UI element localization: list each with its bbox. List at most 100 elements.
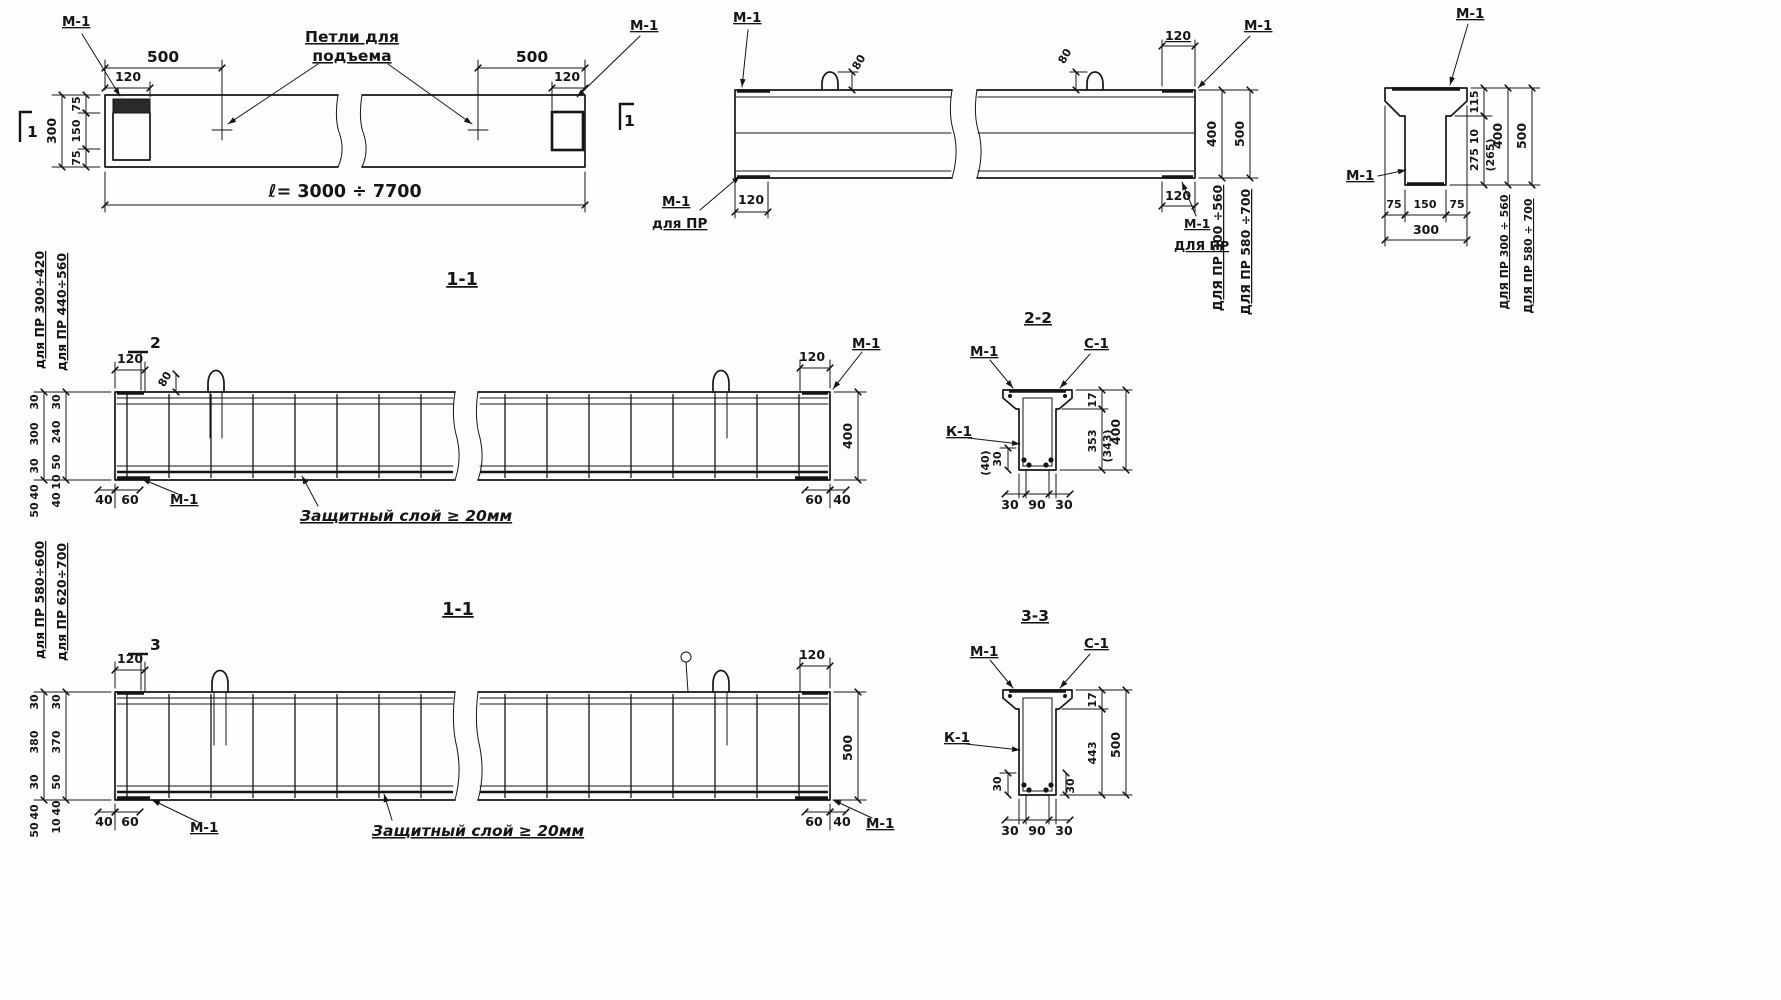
- lifting-loop-right: [1086, 71, 1104, 91]
- dim-500-left-label: 500: [147, 48, 180, 66]
- dim-120-top-right-label: 120: [1165, 28, 1191, 43]
- section-11-top-linework: [33, 350, 867, 509]
- caption-pr-300-560: ДЛЯ ПР 300 ÷560: [1210, 184, 1225, 311]
- cut-mark-2-label: 2: [150, 334, 161, 352]
- dim-60-right-label: 60: [805, 492, 823, 507]
- dim-30-cover-right: 30: [1064, 778, 1077, 794]
- k1-label: К-1: [946, 424, 972, 440]
- dim-265-label: (265): [1484, 138, 1497, 171]
- col-a-dim-3: 40: [28, 484, 41, 500]
- m1-label-top: М-1: [1456, 6, 1484, 22]
- lift-loop-mark-right: [467, 119, 489, 141]
- dim-400-label: 400: [1108, 419, 1123, 445]
- k1-label: К-1: [944, 730, 970, 746]
- section-22-view: 2-2 М-1 С-1 К-1 17 353 (343) 400 30 (40)…: [946, 309, 1133, 512]
- col-b-dim-1: 370: [50, 730, 63, 753]
- dim-120-left-label: 120: [117, 351, 143, 366]
- dim-400-label: 400: [840, 423, 855, 449]
- dim-120-left-label: 120: [117, 651, 143, 666]
- dim-75-bottom-label: 75: [70, 150, 83, 165]
- caption-pr-300-420: для ПР 300÷420: [32, 251, 47, 370]
- dim-353-label: 353: [1086, 430, 1099, 453]
- col-a-dim-0: 30: [28, 394, 41, 410]
- caption-pr-580-700: ДЛЯ ПР 580 ÷700: [1238, 188, 1253, 315]
- lift-loop-mark-left: [211, 119, 233, 141]
- dim-120-bottom-left-label: 120: [738, 192, 764, 207]
- dim-40-right-label: 40: [833, 492, 851, 507]
- dim-500-right-label: 500: [516, 48, 549, 66]
- caption-pr-440-560: для ПР 440÷560: [54, 253, 69, 372]
- col-b-dim-1: 240: [50, 420, 63, 443]
- dim-343-label: (343): [1101, 429, 1114, 462]
- col-a-dim-4: 50: [28, 822, 41, 838]
- dim-275-10-label: 275 10: [1468, 129, 1481, 171]
- beam-length-label: ℓ= 3000 ÷ 7700: [267, 182, 421, 202]
- dim-bottom-30-left: 30: [1001, 497, 1019, 512]
- dim-bottom-90: 90: [1028, 823, 1046, 838]
- dim-40-right-label: 40: [833, 814, 851, 829]
- dim-17-label: 17: [1086, 392, 1099, 407]
- c1-label: С-1: [1084, 336, 1109, 352]
- col-a-dim-3: 40: [28, 804, 41, 820]
- dim-75-right-label: 75: [1449, 198, 1464, 211]
- caption-pr-580-700: ДЛЯ ПР 580 ÷ 700: [1522, 198, 1535, 313]
- dim-40-left-label: 40: [95, 814, 113, 829]
- cover-layer-note: Защитный слой ≥ 20мм: [372, 822, 585, 840]
- caption-pr-300-560: ДЛЯ ПР 300 ÷ 560: [1498, 194, 1511, 309]
- col-a-dim-1: 300: [28, 422, 41, 445]
- dim-150-label: 150: [70, 119, 83, 142]
- m1-label-right: М-1: [630, 18, 658, 34]
- dim-60-right-label: 60: [805, 814, 823, 829]
- col-a-dim-2: 30: [28, 774, 41, 790]
- m1-label-bottom-right: М-1: [866, 816, 894, 832]
- lifting-loops-caption-line1: Петли для: [305, 28, 399, 46]
- m1-label: М-1: [970, 644, 998, 660]
- dim-80-left-label: 80: [850, 52, 869, 72]
- dim-30-cover-left: 30: [991, 776, 1004, 792]
- dim-17-label: 17: [1086, 692, 1099, 707]
- dim-bottom-30-left: 30: [1001, 823, 1019, 838]
- col-b-dim-4: 10: [50, 818, 63, 834]
- dim-120-left-label: 120: [115, 69, 141, 84]
- col-b-dim-0: 30: [50, 694, 63, 710]
- dim-120-right-label: 120: [799, 647, 825, 662]
- col-b-dim-0: 30: [50, 394, 63, 410]
- col-a-dim-0: 30: [28, 694, 41, 710]
- dim-300-label: 300: [1413, 222, 1439, 237]
- dim-bottom-30-right: 30: [1055, 497, 1073, 512]
- dim-500-label: 500: [1108, 732, 1123, 758]
- c1-label: С-1: [1084, 636, 1109, 652]
- col-b-dim-3: 40: [50, 800, 63, 816]
- dim-bottom-90: 90: [1028, 497, 1046, 512]
- col-b-dim-2: 50: [50, 454, 63, 470]
- col-a-dim-4: 50: [28, 502, 41, 518]
- plan-view: М-1 М-1 500 120 500 120 Петли для подъем…: [18, 14, 658, 213]
- m1-label-left: М-1: [1346, 168, 1374, 184]
- dim-115-label: 115: [1468, 91, 1481, 114]
- dim-500-label: 500: [1232, 121, 1247, 147]
- section-33-linework: [965, 653, 1133, 825]
- plan-linework: [18, 33, 641, 213]
- dim-80-label: 80: [156, 369, 175, 389]
- m1-label-bottom-left: М-1: [190, 820, 218, 836]
- dim-120-bottom-right-label: 120: [1165, 188, 1191, 203]
- m1-label-top-right: М-1: [852, 336, 880, 352]
- col-a-dim-1: 380: [28, 730, 41, 753]
- lifting-loop-left: [821, 71, 839, 91]
- dim-60-left-label: 60: [121, 492, 139, 507]
- dim-500-label: 500: [840, 735, 855, 761]
- m1-bottom-right-label: М-1: [1184, 216, 1210, 231]
- dim-75-top-label: 75: [70, 96, 83, 111]
- dim-400-label: 400: [1204, 121, 1219, 147]
- m1-bottom-left-label: М-1: [662, 194, 690, 210]
- dim-75-left-label: 75: [1386, 198, 1401, 211]
- m1-bottom-left-sub-label: для ПР: [652, 216, 707, 232]
- cross-section-view: М-1 М-1 115 275 10 (265) 400 500 ДЛЯ ПР …: [1346, 6, 1541, 314]
- elevation-view: М-1 М-1 80 80 120 120 120 М-1 для ПР М-1…: [652, 10, 1272, 315]
- m1-bottom-right-sub-label: ДЛЯ ПР: [1174, 238, 1229, 253]
- dim-300-label: 300: [44, 118, 59, 144]
- section-33-view: 3-3 М-1 С-1 К-1 17 443 500 30 30 30 90 3…: [944, 607, 1133, 838]
- caption-pr-580-600: для ПР 580÷600: [32, 541, 47, 660]
